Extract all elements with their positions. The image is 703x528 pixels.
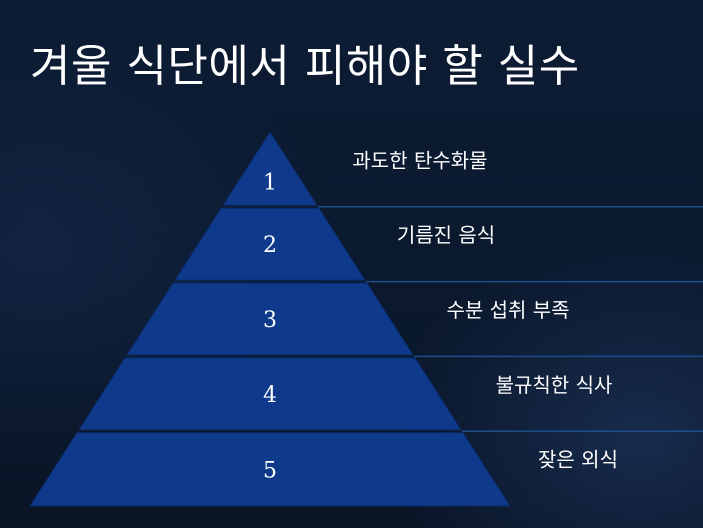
pyramid-tier-2: 2 기름진 음식: [174, 207, 495, 281]
tier-number: 4: [263, 383, 277, 408]
pyramid-tier-3: 3 수분 섭취 부족: [126, 282, 570, 356]
tier-number: 1: [263, 170, 277, 195]
tier-shape: [78, 357, 462, 431]
tier-number: 5: [263, 458, 277, 483]
tier-label: 기름진 음식: [397, 223, 495, 247]
tier-shape: [222, 131, 318, 206]
tier-shape: [174, 207, 366, 281]
tier-shape: [126, 282, 414, 356]
tier-label: 과도한 탄수화물: [352, 148, 487, 172]
tier-number: 3: [263, 308, 277, 333]
pyramid-tier-4: 4 불규칙한 식사: [78, 357, 613, 431]
slide-title: 겨울 식단에서 피해야 할 실수: [30, 41, 580, 92]
pyramid-tier-1: 1 과도한 탄수화물: [222, 131, 488, 206]
tier-label: 불규칙한 식사: [496, 373, 613, 397]
tier-label: 수분 섭취 부족: [446, 298, 569, 322]
tier-number: 2: [263, 233, 277, 258]
tier-label: 잦은 외식: [538, 448, 618, 472]
pyramid-tier-5: 5 잦은 외식: [29, 432, 618, 507]
tier-shape: [29, 432, 511, 507]
